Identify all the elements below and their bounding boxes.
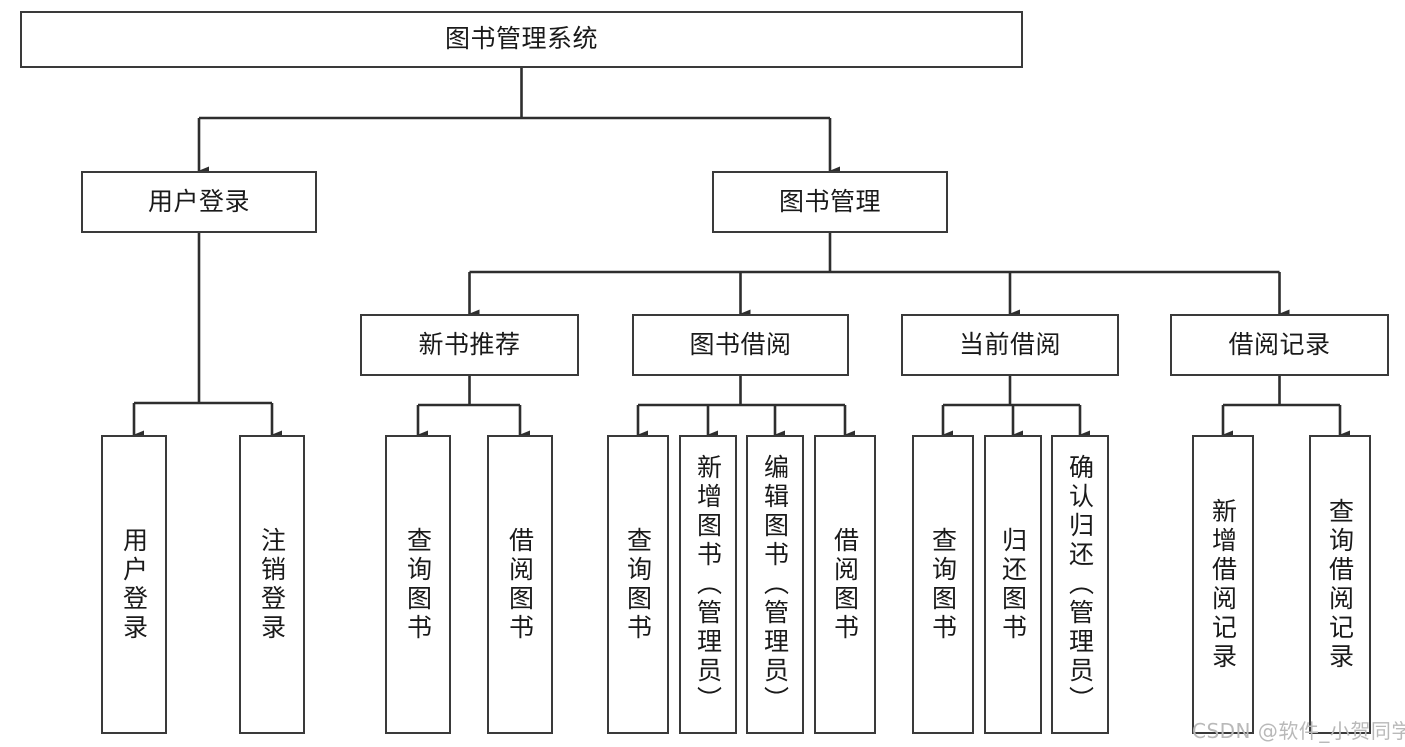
node-new-book-rec[interactable]: 新书推荐	[360, 314, 579, 376]
node-leaf-return-book[interactable]: 归还图书	[984, 435, 1042, 734]
node-leaf-query-book-3[interactable]: 查询图书	[912, 435, 974, 734]
node-label: 归还图书	[998, 526, 1028, 643]
node-label: 借阅记录	[1228, 329, 1331, 359]
node-leaf-add-book[interactable]: 新增图书（管理员）	[679, 435, 737, 734]
edge-group	[132, 68, 1350, 440]
node-leaf-query-record[interactable]: 查询借阅记录	[1309, 435, 1371, 734]
node-leaf-query-book-2[interactable]: 查询图书	[607, 435, 669, 734]
node-borrow-record[interactable]: 借阅记录	[1170, 314, 1389, 376]
node-label: 新增图书（管理员）	[693, 454, 723, 715]
node-label: 注销登录	[257, 526, 287, 643]
node-label: 查询图书	[403, 526, 433, 643]
watermark-label: CSDN @软件_小贺同学	[1192, 719, 1405, 743]
node-label: 图书借阅	[689, 329, 792, 359]
node-label: 用户登录	[147, 186, 250, 216]
node-leaf-add-record[interactable]: 新增借阅记录	[1192, 435, 1254, 734]
node-book-borrow[interactable]: 图书借阅	[632, 314, 849, 376]
node-label: 图书管理系统	[444, 24, 598, 54]
node-book-manage[interactable]: 图书管理	[712, 171, 948, 233]
node-label: 当前借阅	[958, 329, 1061, 359]
node-label: 新增借阅记录	[1208, 497, 1238, 672]
node-user-login[interactable]: 用户登录	[81, 171, 317, 233]
node-label: 编辑图书（管理员）	[760, 454, 790, 715]
node-label: 查询图书	[623, 526, 653, 643]
node-leaf-logout[interactable]: 注销登录	[239, 435, 305, 734]
node-leaf-borrow-book-2[interactable]: 借阅图书	[814, 435, 876, 734]
node-label: 用户登录	[119, 526, 149, 643]
node-label: 确认归还（管理员）	[1065, 454, 1095, 715]
node-leaf-user-login[interactable]: 用户登录	[101, 435, 167, 734]
node-leaf-edit-book[interactable]: 编辑图书（管理员）	[746, 435, 804, 734]
node-leaf-confirm-return[interactable]: 确认归还（管理员）	[1051, 435, 1109, 734]
node-label: 查询借阅记录	[1325, 497, 1355, 672]
node-label: 图书管理	[778, 186, 881, 216]
node-label: 查询图书	[928, 526, 958, 643]
node-label: 借阅图书	[505, 526, 535, 643]
node-leaf-borrow-book-1[interactable]: 借阅图书	[487, 435, 553, 734]
node-label: 新书推荐	[418, 329, 521, 359]
node-label: 借阅图书	[830, 526, 860, 643]
node-leaf-query-book-1[interactable]: 查询图书	[385, 435, 451, 734]
node-current-borrow[interactable]: 当前借阅	[901, 314, 1119, 376]
node-root[interactable]: 图书管理系统	[20, 11, 1023, 68]
